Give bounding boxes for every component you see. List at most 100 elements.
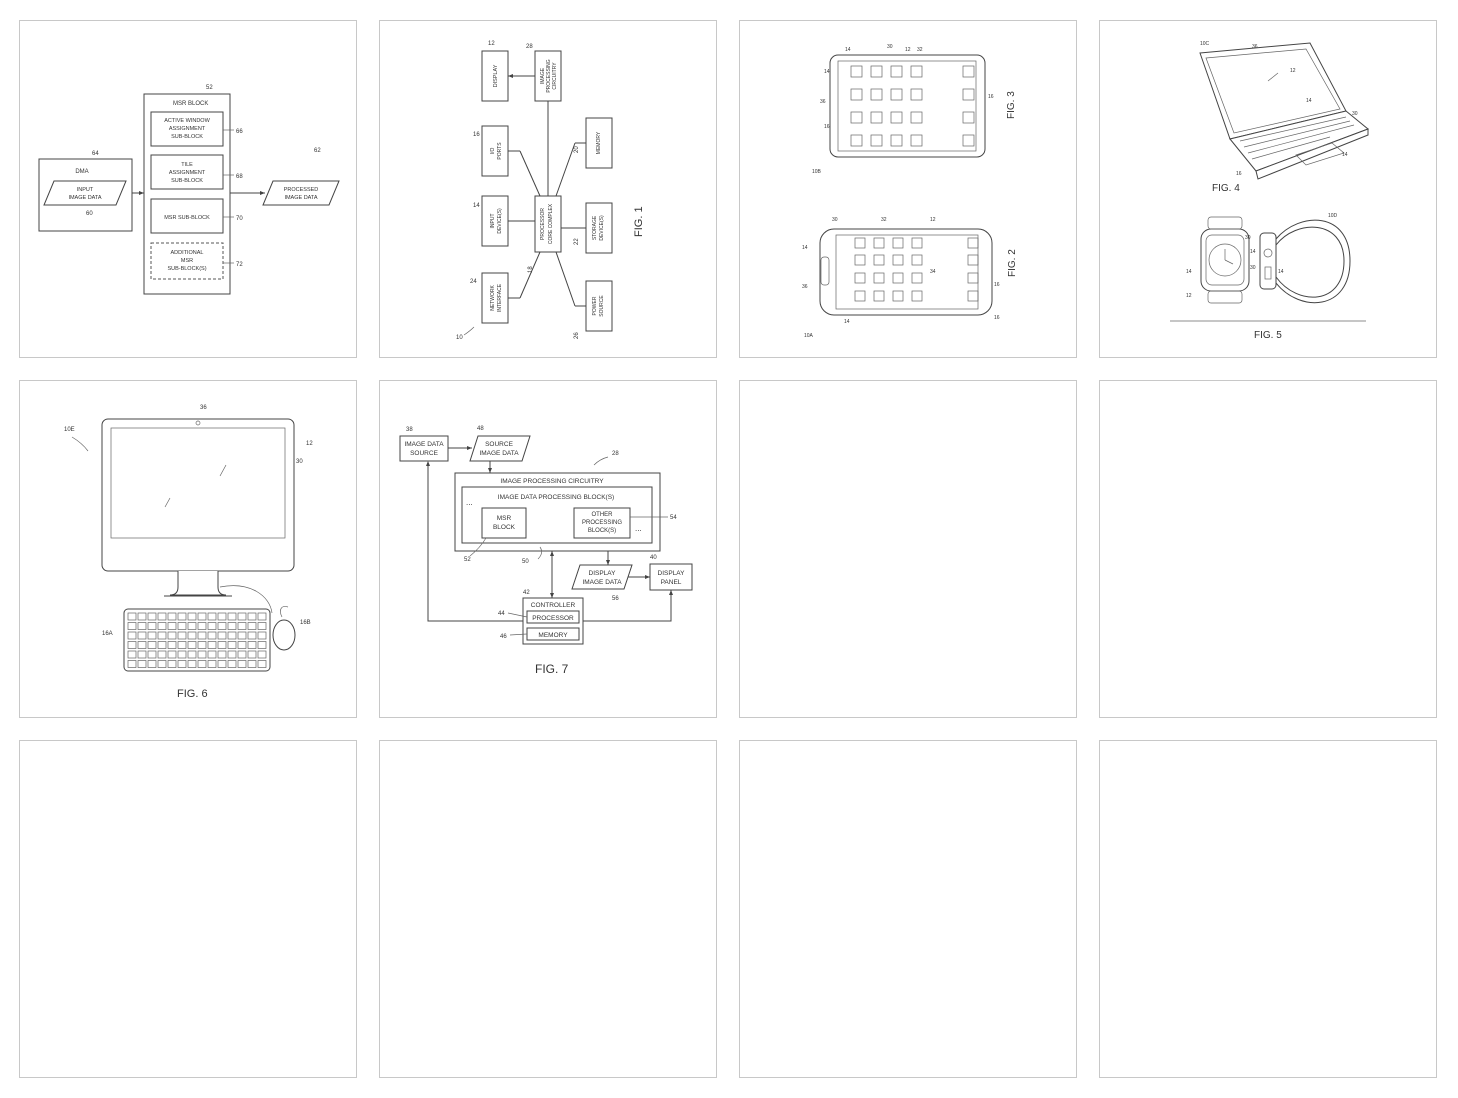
keyboard-key [137, 641, 147, 649]
svg-text:12: 12 [905, 47, 911, 53]
keyboard-key [247, 660, 257, 668]
keyboard-key [137, 622, 147, 630]
svg-text:30: 30 [832, 217, 838, 223]
thumbnail-fig-2-3[interactable]: 14 30 12 32 14 36 16 16 10B FIG. 3 30 32… [739, 20, 1077, 358]
svg-text:14: 14 [824, 69, 830, 75]
keyboard-key [167, 631, 177, 640]
thumbnail-msr-block-diagram[interactable]: MSR BLOCK 52 ACTIVE WINDOW ASSIGNMENT SU… [19, 20, 357, 358]
svg-text:30: 30 [1352, 111, 1358, 117]
thumbnail-fig-1[interactable]: DISPLAY 12 IMAGE PROCESSING CIRCUITRY 28… [379, 20, 717, 358]
thumbnail-empty[interactable] [1099, 380, 1437, 718]
thumbnail-fig-7[interactable]: IMAGE DATA SOURCE 38 SOURCE IMAGE DATA 4… [379, 380, 717, 718]
svg-text:PROCESSING: PROCESSING [546, 59, 552, 92]
keyboard-key [257, 641, 267, 649]
keyboard-key [177, 631, 187, 640]
svg-text:PORTS: PORTS [497, 142, 503, 160]
keyboard-key [147, 622, 157, 630]
keyboard-key [257, 660, 267, 668]
thumbnail-fig-4-5[interactable]: 10C 36 12 14 30 14 16 FIG. 4 10D 30 14 1… [1099, 20, 1437, 358]
svg-text:IMAGE DATA: IMAGE DATA [582, 579, 622, 586]
keyboard-key [167, 612, 177, 621]
keyboard-key [217, 641, 227, 649]
svg-text:INTERFACE: INTERFACE [497, 283, 503, 312]
svg-text:CONTROLLER: CONTROLLER [531, 602, 576, 609]
svg-text:ASSIGNMENT: ASSIGNMENT [169, 126, 206, 132]
keyboard-key [207, 612, 217, 621]
msr-block-diagram: MSR BLOCK 52 ACTIVE WINDOW ASSIGNMENT SU… [38, 85, 340, 295]
thumbnail-empty[interactable] [19, 740, 357, 1078]
svg-text:32: 32 [881, 217, 887, 223]
thumbnail-empty[interactable] [1099, 740, 1437, 1078]
keyboard-key [127, 631, 137, 640]
keyboard-key [177, 650, 187, 659]
thumbnail-empty[interactable] [739, 740, 1077, 1078]
svg-text:14: 14 [1278, 269, 1284, 275]
svg-text:34: 34 [930, 269, 936, 275]
keyboard-key [237, 641, 247, 649]
keyboard-key [247, 650, 257, 659]
laptop-watch-figures: 10C 36 12 14 30 14 16 FIG. 4 10D 30 14 1… [1170, 41, 1369, 341]
keyboard-key [157, 660, 167, 668]
keyboard-key [207, 641, 217, 649]
svg-text:10E: 10E [64, 427, 75, 433]
svg-text:14: 14 [1306, 98, 1312, 104]
svg-text:62: 62 [314, 148, 321, 154]
thumbnail-fig-6[interactable]: 36 10E 12 30 16A 16B FIG. 6 [19, 380, 357, 718]
svg-text:SOURCE: SOURCE [410, 450, 438, 457]
keyboard-key [207, 631, 217, 640]
fig-1-caption: FIG. 1 [633, 206, 645, 237]
svg-text:46: 46 [500, 634, 507, 640]
svg-text:26: 26 [574, 332, 580, 339]
keyboard-key [147, 660, 157, 668]
svg-text:30: 30 [296, 459, 303, 465]
keyboard-key [197, 622, 207, 630]
svg-text:24: 24 [470, 279, 477, 285]
svg-text:SOURCE: SOURCE [485, 441, 513, 448]
svg-text:16: 16 [473, 132, 480, 138]
thumbnail-empty[interactable] [739, 380, 1077, 718]
svg-text:54: 54 [670, 515, 677, 521]
svg-text:ADDITIONAL: ADDITIONAL [170, 250, 203, 256]
svg-text:14: 14 [845, 47, 851, 53]
keyboard-key [127, 641, 137, 649]
svg-text:16: 16 [988, 94, 994, 100]
keyboard-key [187, 612, 197, 621]
keyboard-key [237, 650, 247, 659]
keyboard-key [187, 622, 197, 630]
svg-text:I/O: I/O [490, 148, 496, 155]
keyboard-key [197, 650, 207, 659]
svg-text:30: 30 [887, 44, 893, 50]
keyboard-key [127, 612, 137, 621]
keyboard-key [187, 631, 197, 640]
svg-text:DISPLAY: DISPLAY [589, 570, 617, 577]
keyboard-key [197, 660, 207, 668]
fig-3-caption: FIG. 3 [1006, 91, 1017, 119]
svg-text:72: 72 [236, 262, 243, 268]
svg-text:BLOCK(S): BLOCK(S) [588, 528, 616, 534]
keyboard-key [127, 622, 137, 630]
keyboard-key [177, 641, 187, 649]
keyboard-key [237, 660, 247, 668]
keyboard-key [257, 650, 267, 659]
keyboard-key [137, 631, 147, 640]
keyboard-key [137, 612, 147, 621]
keyboard-key [227, 622, 237, 630]
keyboard-key [167, 641, 177, 649]
svg-text:40: 40 [650, 555, 657, 561]
svg-text:16: 16 [824, 124, 830, 130]
svg-text:INPUT: INPUT [490, 214, 496, 229]
svg-text:38: 38 [406, 427, 413, 433]
svg-text:IMAGE DATA: IMAGE DATA [68, 195, 101, 201]
svg-text:DEVICE(S): DEVICE(S) [497, 208, 503, 234]
keyboard-key [227, 650, 237, 659]
thumbnail-empty[interactable] [379, 740, 717, 1078]
svg-text:BLOCK: BLOCK [493, 524, 516, 531]
svg-text:66: 66 [236, 129, 243, 135]
svg-text:PROCESSED: PROCESSED [284, 187, 319, 193]
svg-text:MSR SUB-BLOCK: MSR SUB-BLOCK [164, 215, 210, 221]
svg-text:STORAGE: STORAGE [592, 215, 598, 240]
svg-text:16: 16 [994, 315, 1000, 321]
svg-text:ASSIGNMENT: ASSIGNMENT [169, 170, 206, 176]
keyboard-key [177, 622, 187, 630]
keyboard-key [217, 660, 227, 668]
